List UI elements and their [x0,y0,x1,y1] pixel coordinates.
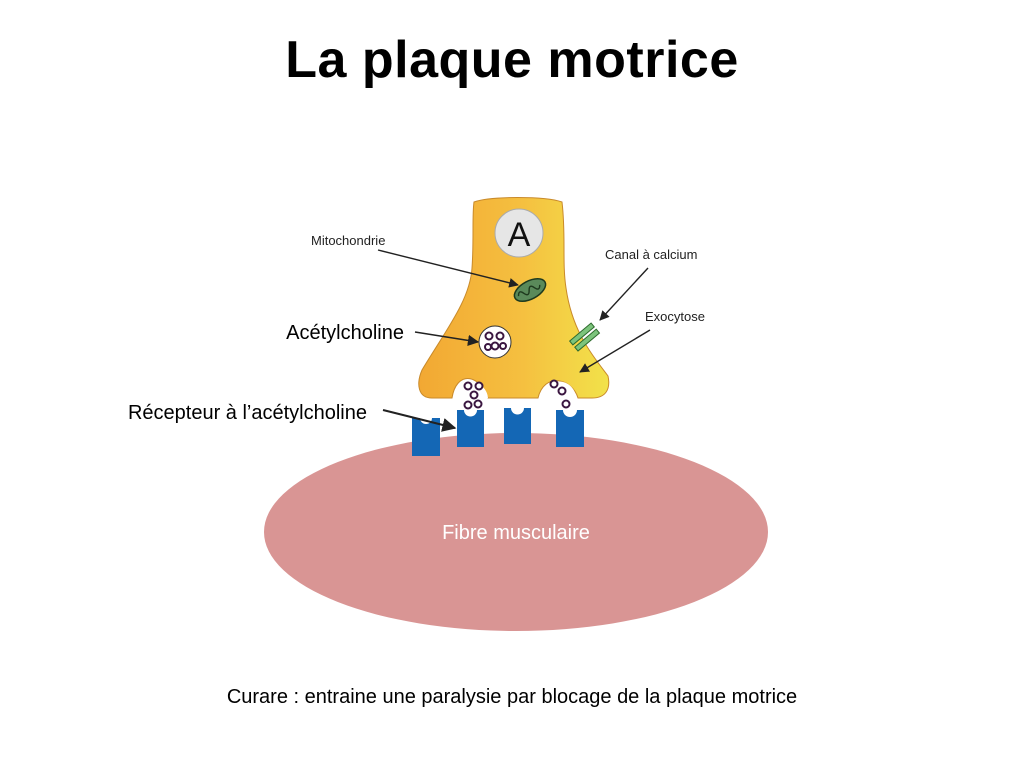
arrow-mitochondrie [377,249,519,288]
receptor-3 [504,408,531,444]
label-exocytose: Exocytose [645,309,705,324]
label-canal-calcium: Canal à calcium [605,247,698,262]
label-recepteur: Récepteur à l’acétylcholine [128,402,367,424]
neuron-terminal [418,197,610,399]
arrow-recepteur [382,409,457,432]
label-fibre-musculaire: Fibre musculaire [442,522,590,544]
label-mitochondrie: Mitochondrie [311,233,385,248]
slide-title: La plaque motrice [285,31,739,89]
arrow-acetylcholine [414,331,480,346]
neuron-letter: A [508,216,531,254]
released-acetylcholine [463,399,571,410]
arrow-canal-calcium [599,267,649,321]
slide-caption: Curare : entraine une paralysie par bloc… [226,686,798,708]
mitochondria-icon [513,277,547,303]
exocytosis-pocket-right [542,379,576,398]
vesicle-acetylcholine [478,325,512,359]
neuron-letter-circle [494,208,544,258]
arrow-exocytose [579,329,651,373]
calcium-channel-icon [568,322,601,352]
receptor-4 [556,410,584,447]
exocytosis-pocket-left [456,381,488,400]
receptor-2 [457,410,484,447]
label-acetylcholine: Acétylcholine [286,322,404,344]
muscle-fiber [264,433,768,631]
